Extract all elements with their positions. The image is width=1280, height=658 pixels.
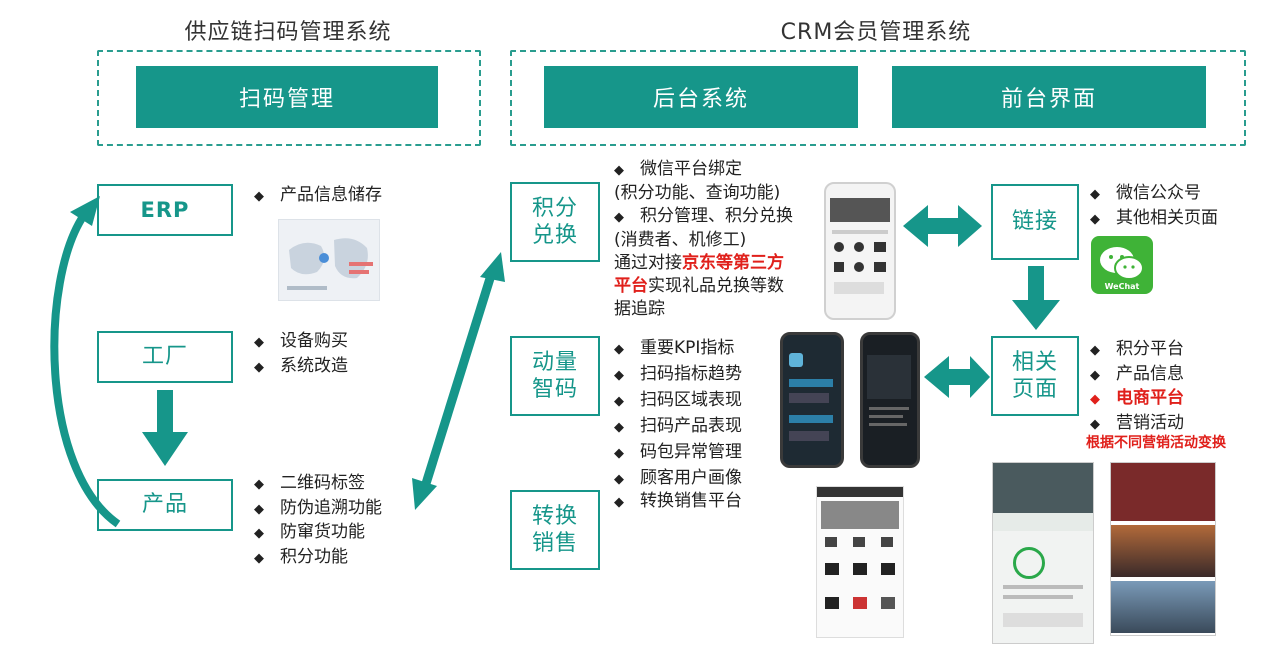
list-item: ◆系统改造: [254, 355, 348, 380]
sales-platform-screenshot: [816, 486, 904, 638]
list-item: ◆微信平台绑定: [614, 158, 793, 182]
backend-system-box: 后台系统: [544, 66, 858, 128]
diagonal-double-arrow-icon: [419, 270, 497, 492]
diamond-bullet-icon: ◆: [254, 526, 264, 541]
diamond-bullet-icon: ◆: [1090, 367, 1100, 383]
supply-chain-header-frame: [97, 50, 481, 146]
erp-map-image: [278, 219, 380, 301]
diamond-bullet-icon: ◆: [614, 368, 624, 383]
list-item: ◆扫码产品表现: [614, 414, 742, 440]
convert-bullets: ◆转换销售平台: [614, 490, 742, 515]
list-item: ◆产品信息储存: [254, 184, 382, 209]
diamond-bullet-icon: ◆: [254, 189, 264, 204]
list-item: ◆扫码指标趋势: [614, 362, 742, 388]
down-arrow-icon-2: [1012, 300, 1060, 330]
list-item: ◆防窜货功能: [254, 521, 382, 546]
diamond-bullet-icon: ◆: [614, 394, 624, 409]
points-exchange-node: 积分兑换: [510, 182, 600, 262]
list-item: ◆产品信息: [1090, 363, 1184, 388]
related-pages-node: 相关页面: [991, 336, 1079, 416]
crm-title: CRM会员管理系统: [780, 20, 972, 45]
list-item: (消费者、机修工): [614, 230, 747, 250]
dynamic-smart-code-node: 动量智码: [510, 336, 600, 416]
list-item: ◆转换销售平台: [614, 490, 742, 515]
double-arrow-icon-2: [924, 356, 949, 398]
diamond-bullet-icon: ◆: [614, 163, 624, 178]
erp-node: ERP: [97, 184, 233, 236]
diamond-bullet-icon: ◆: [1090, 211, 1100, 227]
wechat-icon: WeChat: [1091, 236, 1153, 294]
diamond-bullet-icon: ◆: [254, 550, 264, 566]
list-item: ◆积分平台: [1090, 338, 1184, 363]
list-item: 据追踪: [614, 299, 665, 319]
points-phone-mockup: [824, 182, 896, 320]
points-exchange-text: ◆微信平台绑定 (积分功能、查询功能) ◆积分管理、积分兑换 (消费者、机修工)…: [614, 158, 793, 321]
diamond-bullet-icon: ◆: [614, 342, 624, 357]
diamond-bullet-icon: ◆: [254, 359, 264, 375]
diamond-bullet-icon: ◆: [254, 335, 264, 350]
diamond-bullet-icon: ◆: [614, 210, 624, 225]
erp-bullets: ◆产品信息储存: [254, 184, 382, 209]
dynamic-bullets: ◆重要KPI指标 ◆扫码指标趋势 ◆扫码区域表现 ◆扫码产品表现 ◆码包异常管理…: [614, 336, 742, 492]
list-item: ◆扫码区域表现: [614, 388, 742, 414]
list-item: ◆微信公众号: [1090, 182, 1218, 207]
wechat-logo-label: WeChat: [1104, 282, 1140, 291]
down-arrow-icon: [142, 432, 188, 466]
link-bullets: ◆微信公众号 ◆其他相关页面: [1090, 182, 1218, 231]
list-item: ◆营销活动: [1090, 412, 1184, 437]
diamond-bullet-icon: ◆: [254, 477, 264, 492]
list-item: (积分功能、查询功能): [614, 183, 781, 203]
list-item: ◆二维码标签: [254, 472, 382, 497]
dashboard-phone-1: [780, 332, 844, 468]
campaign-screenshot-2: [1110, 462, 1216, 636]
frontend-interface-box: 前台界面: [892, 66, 1206, 128]
supply-chain-title: 供应链扫码管理系统: [184, 20, 392, 45]
diamond-bullet-icon: ◆: [1090, 392, 1100, 407]
list-item: ◆顾客用户画像: [614, 466, 742, 492]
diamond-bullet-icon: ◆: [1090, 187, 1100, 202]
product-node: 产品: [97, 479, 233, 531]
product-bullets: ◆二维码标签 ◆防伪追溯功能 ◆防窜货功能 ◆积分功能: [254, 472, 382, 570]
list-item: ◆电商平台: [1090, 387, 1184, 412]
double-arrow-icon: [903, 205, 928, 247]
related-bullets: ◆积分平台 ◆产品信息 ◆电商平台 ◆营销活动: [1090, 338, 1184, 436]
list-item: ◆其他相关页面: [1090, 207, 1218, 232]
down-arrow-shaft: [157, 390, 173, 434]
factory-node: 工厂: [97, 331, 233, 383]
factory-bullets: ◆设备购买 ◆系统改造: [254, 330, 348, 379]
curved-arrow-head-icon: [70, 196, 100, 226]
list-item: ◆积分管理、积分兑换: [614, 205, 793, 229]
list-item: 通过对接京东等第三方: [614, 253, 784, 273]
campaign-screenshot-1: [992, 462, 1094, 644]
dashboard-phone-2: [860, 332, 920, 468]
related-note: 根据不同营销活动变换: [1086, 435, 1226, 451]
diamond-bullet-icon: ◆: [614, 420, 624, 435]
list-item: ◆防伪追溯功能: [254, 497, 382, 522]
diamond-bullet-icon: ◆: [614, 446, 624, 461]
link-node: 链接: [991, 184, 1079, 260]
diamond-bullet-icon: ◆: [254, 501, 264, 517]
diamond-bullet-icon: ◆: [1090, 416, 1100, 432]
diamond-bullet-icon: ◆: [614, 472, 624, 487]
curved-arrow-icon: [50, 212, 121, 528]
crm-header-frame: [510, 50, 1246, 146]
list-item: ◆码包异常管理: [614, 440, 742, 466]
diamond-bullet-icon: ◆: [614, 495, 624, 510]
convert-sales-node: 转换销售: [510, 490, 600, 570]
list-item: 平台实现礼品兑换等数: [614, 276, 784, 296]
list-item: ◆积分功能: [254, 546, 382, 571]
list-item: ◆设备购买: [254, 330, 348, 355]
scan-management-box: 扫码管理: [136, 66, 438, 128]
list-item: ◆重要KPI指标: [614, 336, 742, 362]
diamond-bullet-icon: ◆: [1090, 343, 1100, 358]
